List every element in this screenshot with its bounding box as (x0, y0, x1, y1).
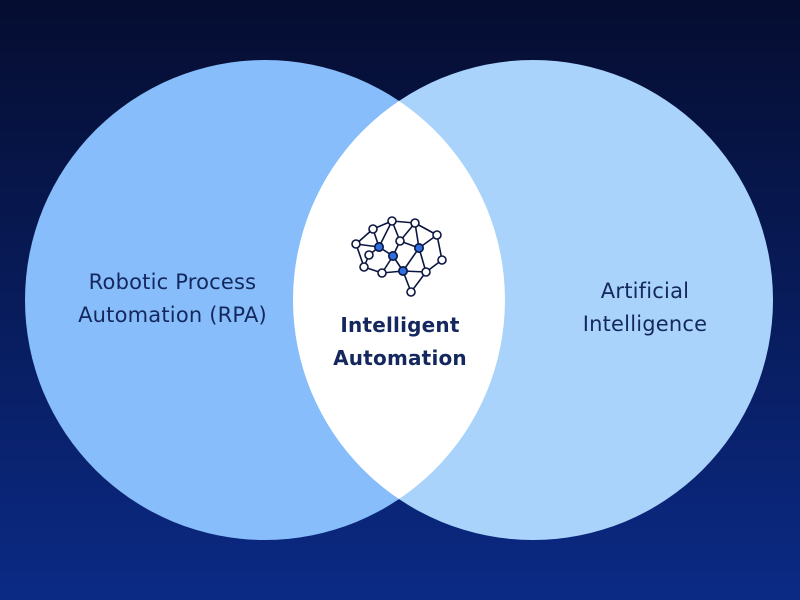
brain-network-node (413, 243, 424, 254)
brain-network-node (359, 262, 369, 272)
intelligent-automation-label: Intelligent Automation (300, 309, 500, 375)
brain-network-node (397, 265, 408, 276)
brain-network-node (377, 268, 387, 278)
brain-network-node (437, 255, 447, 265)
rpa-label: Robotic Process Automation (RPA) (40, 266, 305, 332)
brain-network-node (368, 224, 378, 234)
brain-network-node (432, 230, 442, 240)
brain-network-node (364, 250, 374, 260)
brain-network-node (395, 236, 405, 246)
ai-label-line1: Artificial (600, 279, 690, 303)
intersection-region (293, 60, 505, 540)
rpa-label-line2: Automation (RPA) (78, 303, 267, 327)
brain-network-node (421, 267, 431, 277)
ai-label-line2: Intelligence (582, 312, 708, 336)
brain-network-node (387, 216, 397, 226)
brain-network-icon (351, 216, 447, 297)
rpa-label-line1: Robotic Process (88, 270, 257, 294)
brain-network-node (373, 242, 384, 253)
brain-network-node (410, 218, 420, 228)
brain-network-node (351, 239, 361, 249)
brain-network-node (387, 251, 398, 262)
intelligent-automation-label-line1: Intelligent (340, 313, 460, 337)
ai-label: Artificial Intelligence (545, 275, 745, 341)
brain-network-node (406, 287, 416, 297)
intelligent-automation-label-line2: Automation (333, 346, 467, 370)
